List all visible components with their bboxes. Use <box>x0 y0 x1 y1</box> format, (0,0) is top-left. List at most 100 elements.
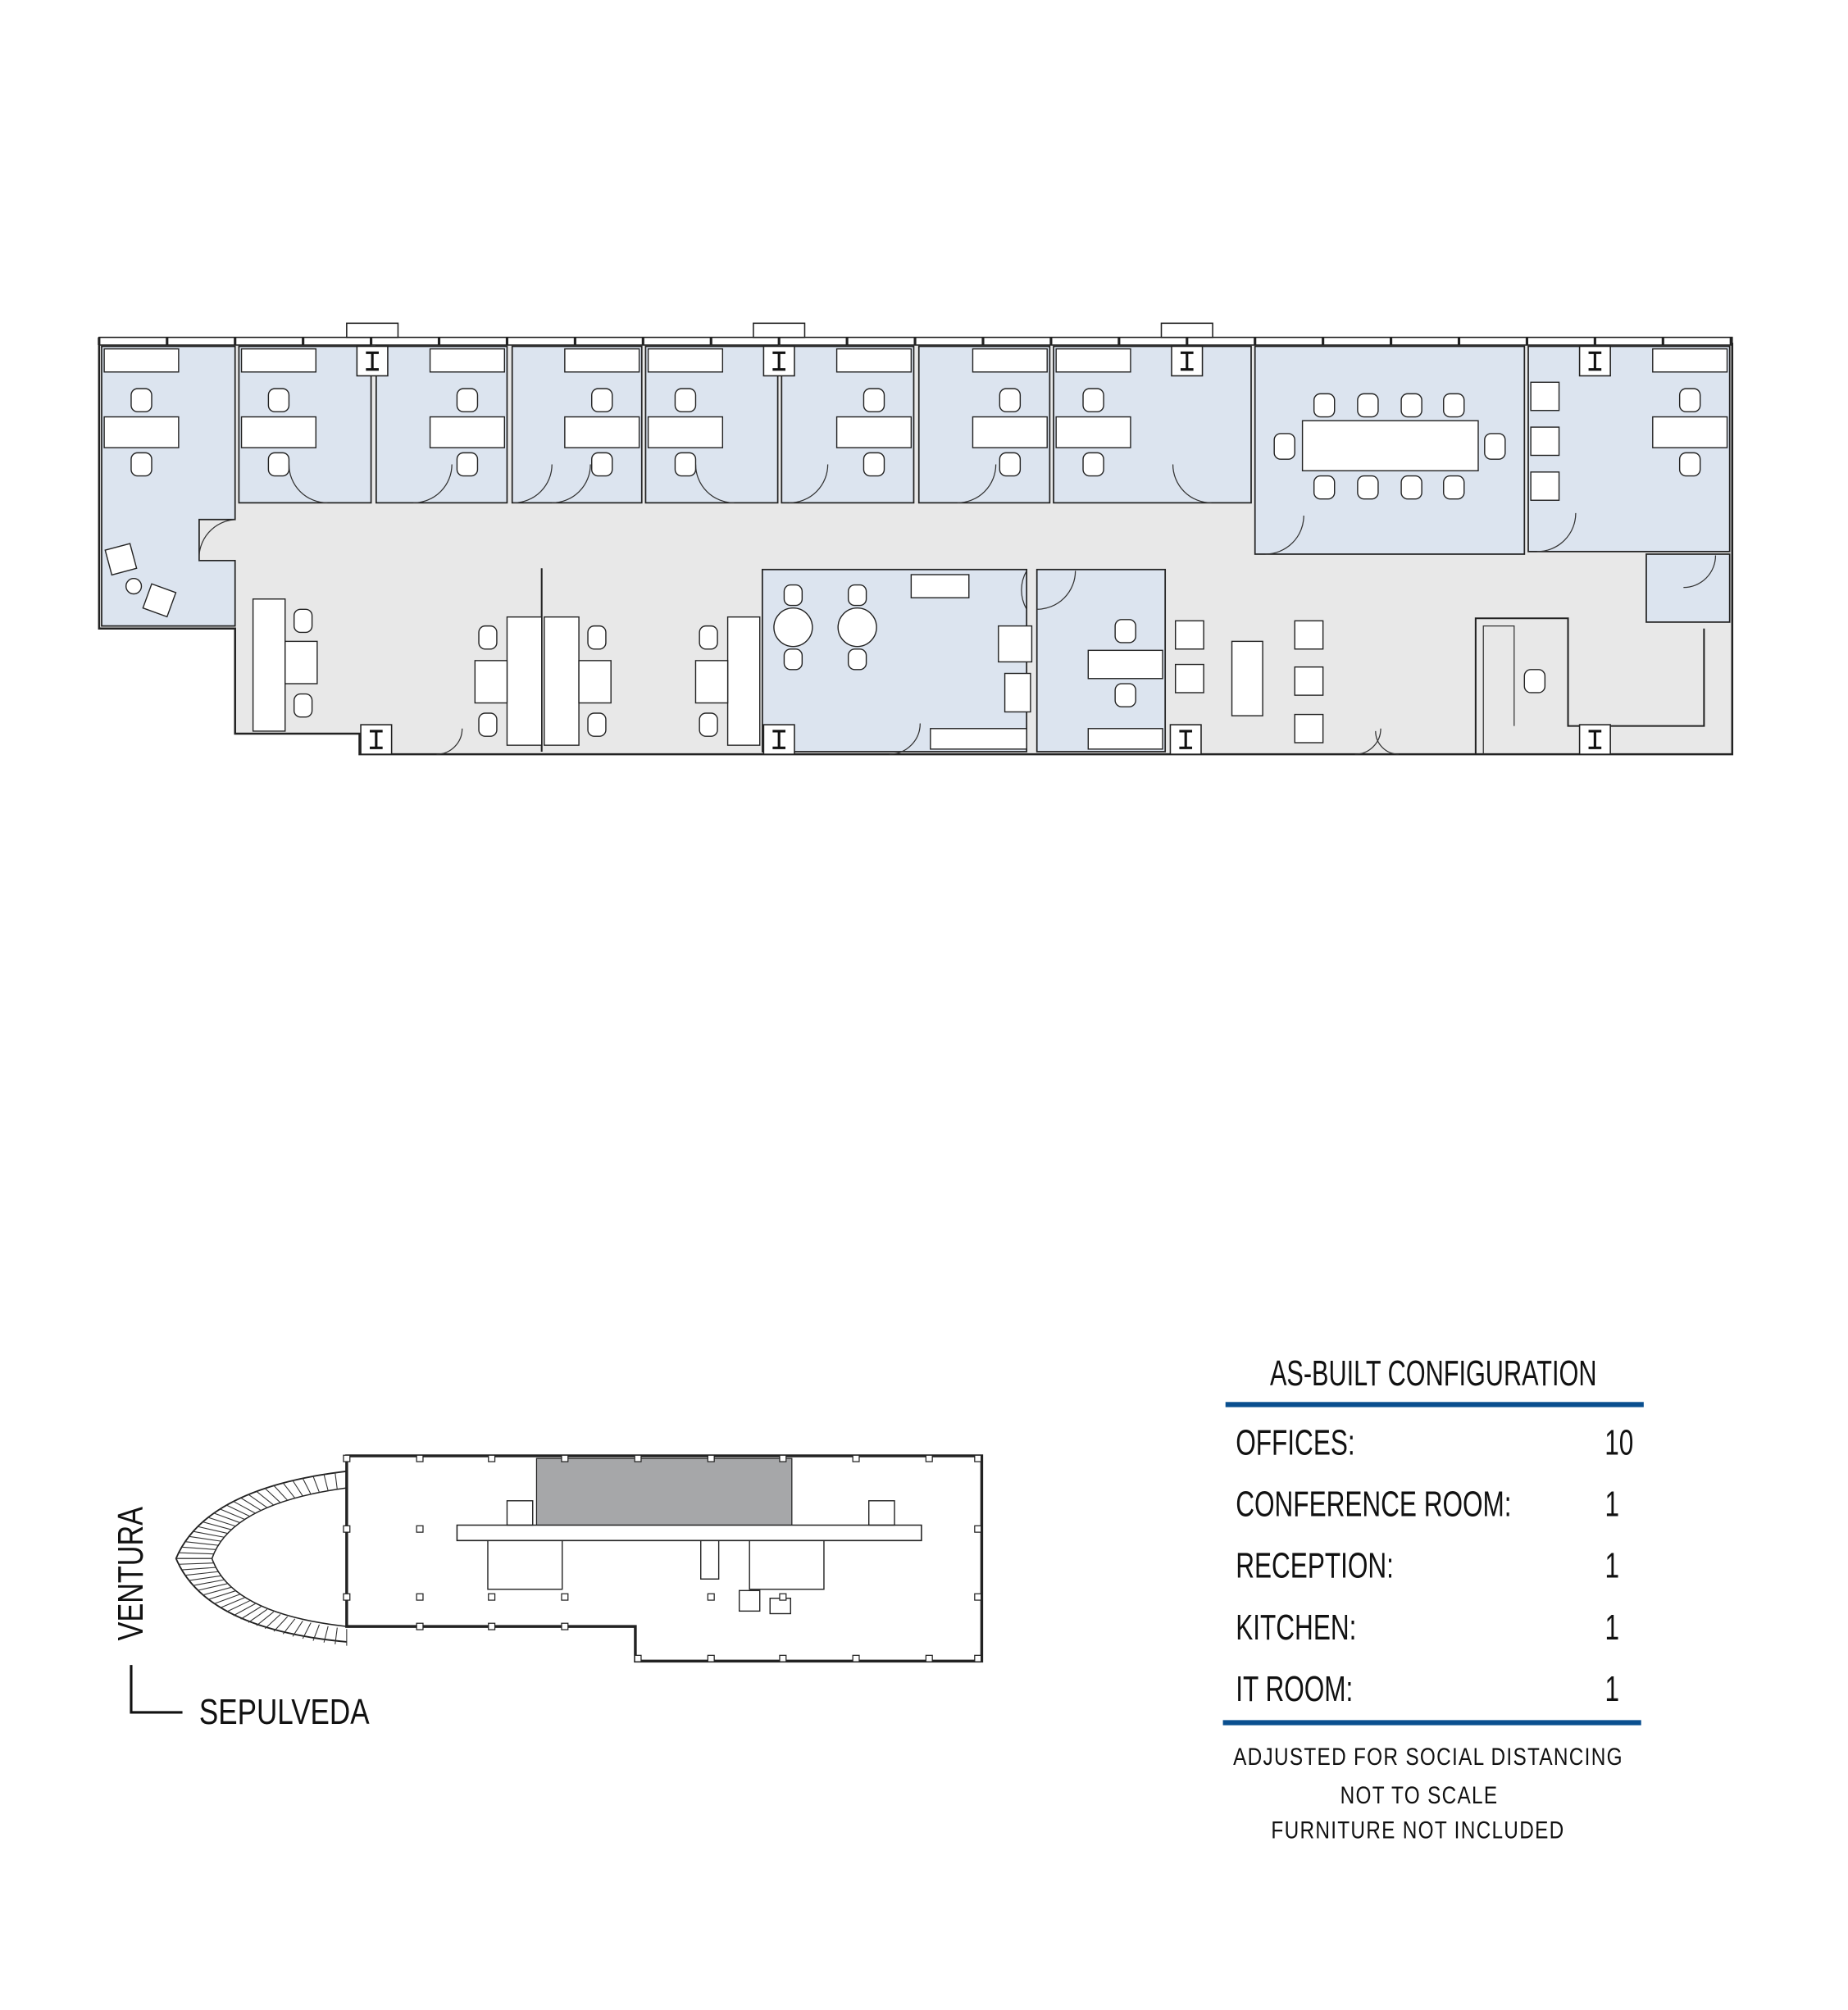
key-plan-column <box>852 1454 860 1462</box>
key-plan-column <box>634 1654 642 1662</box>
window-mullions <box>98 337 1732 345</box>
door-swing <box>889 723 921 755</box>
desk <box>972 416 1048 448</box>
appliance <box>910 574 970 598</box>
key-plan-column <box>416 1593 424 1601</box>
key-plan-core-corridor <box>456 1524 922 1542</box>
atrium-rib <box>282 1482 296 1498</box>
door-swing <box>1683 555 1717 589</box>
desk <box>835 416 913 448</box>
key-plan-column <box>779 1654 787 1662</box>
chair <box>847 648 867 671</box>
atrium-rib <box>213 1512 240 1524</box>
summary-row: OFFICES: 10 <box>1236 1422 1633 1462</box>
atrium-rib <box>226 1504 250 1517</box>
atrium-rib <box>264 1488 281 1503</box>
chair <box>999 452 1022 477</box>
atrium-rib <box>181 1567 216 1571</box>
workstation-return <box>694 660 729 704</box>
coffee-table <box>1231 640 1263 716</box>
summary-row-label: KITCHEN: <box>1236 1608 1356 1648</box>
workstation <box>252 598 286 732</box>
north-arrow-corner <box>130 1665 183 1714</box>
office <box>1527 345 1731 553</box>
suite-floor-plan <box>98 322 1734 756</box>
summary-row-label: IT ROOM: <box>1236 1669 1353 1709</box>
atrium-rib <box>248 1608 268 1623</box>
atrium-rib <box>203 1521 232 1530</box>
atrium-rib <box>189 1535 221 1542</box>
atrium-rib <box>181 1546 216 1550</box>
cafe-table <box>773 607 813 648</box>
cafe-table <box>837 607 877 648</box>
door-swing <box>1036 571 1076 610</box>
key-plan-column <box>974 1525 982 1533</box>
lounge-chair <box>1294 713 1324 744</box>
key-plan-column <box>416 1454 424 1462</box>
key-plan: VENTURA SEPULVEDA <box>111 1454 984 1732</box>
furniture <box>103 348 1728 750</box>
key-plan-column <box>416 1622 424 1630</box>
i-beam-icon <box>1180 351 1194 371</box>
atrium-rib <box>233 1603 256 1617</box>
kitchen <box>761 568 1028 753</box>
i-beam-icon <box>772 351 786 371</box>
key-plan-column <box>779 1454 787 1462</box>
i-beam-icon <box>366 351 379 371</box>
storage-cabinet <box>1530 471 1560 501</box>
chair <box>587 625 607 650</box>
chair <box>863 452 885 477</box>
i-beam-icon <box>1588 730 1602 749</box>
office-corner <box>101 345 236 627</box>
key-plan-column <box>925 1654 933 1662</box>
chair <box>1400 475 1422 500</box>
chair <box>1313 393 1336 418</box>
credenza <box>1055 348 1131 373</box>
desk <box>647 416 724 448</box>
column-bump <box>753 322 806 339</box>
workstation-return <box>474 660 508 704</box>
summary-row: KITCHEN: 1 <box>1236 1608 1619 1648</box>
atrium-rib <box>240 1606 262 1620</box>
key-plan-column <box>561 1622 569 1630</box>
chair <box>1114 619 1136 643</box>
atrium-rib <box>248 1494 268 1508</box>
lounge-chair <box>1174 663 1204 693</box>
door-swing <box>436 728 463 755</box>
it-room <box>1645 553 1731 623</box>
chair <box>1443 475 1465 500</box>
door-swing <box>1354 728 1381 755</box>
summary-title: AS-BUILT CONFIGURATION <box>1270 1354 1597 1394</box>
column-bump <box>1160 322 1213 339</box>
reception-desk-inner <box>1482 625 1515 755</box>
chair <box>1357 393 1379 418</box>
atrium-rib <box>302 1622 312 1639</box>
key-plan-column <box>707 1654 715 1662</box>
summary-row: IT ROOM: 1 <box>1236 1669 1619 1709</box>
credenza <box>647 348 724 373</box>
atrium-rib <box>178 1552 214 1555</box>
door-swing <box>198 519 235 561</box>
chair <box>999 388 1022 412</box>
workstation-return <box>284 640 318 684</box>
lounge-chair <box>1294 620 1324 650</box>
chair <box>1400 393 1422 418</box>
lounge-chair <box>142 583 177 618</box>
workstation <box>544 616 580 746</box>
credenza <box>972 348 1048 373</box>
column <box>762 345 795 377</box>
chair <box>456 388 479 412</box>
chair <box>783 648 803 671</box>
summary-row: RECEPTION: 1 <box>1236 1546 1619 1586</box>
chair <box>863 388 885 412</box>
key-plan-atrium-arc-inner <box>211 1487 347 1627</box>
door-swing <box>1375 730 1399 755</box>
atrium-rib <box>189 1575 221 1581</box>
i-beam-icon <box>1179 730 1193 749</box>
side-table <box>125 578 143 595</box>
atrium-rib <box>184 1571 219 1576</box>
workstation <box>506 616 543 746</box>
refrigerator <box>998 625 1033 663</box>
atrium-rib <box>323 1474 329 1491</box>
atrium-rib <box>292 1480 303 1497</box>
